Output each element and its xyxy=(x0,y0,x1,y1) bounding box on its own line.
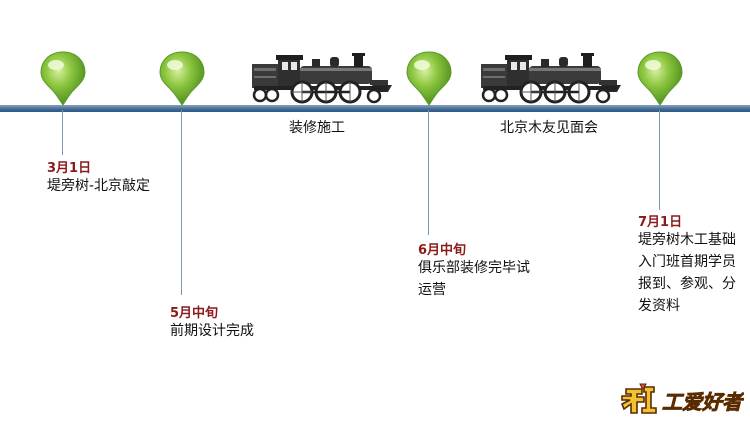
train-caption: 北京木友见面会 xyxy=(500,120,598,136)
locomotive-icon xyxy=(479,52,623,104)
milestone-date: 6月中旬 xyxy=(418,243,467,258)
brand-logo: 工爱好者 xyxy=(620,383,744,414)
train-caption: 装修施工 xyxy=(289,120,345,136)
milestone-description: 堤旁树-北京敲定 xyxy=(47,178,151,194)
milestone-description: 前期设计完成 xyxy=(170,323,254,339)
milestone-date: 7月1日 xyxy=(638,215,683,230)
milestone-pin-icon xyxy=(403,50,455,106)
logo-text: 工爱好者 xyxy=(662,390,744,414)
milestone-pin-icon xyxy=(634,50,686,106)
timeline-track xyxy=(0,105,750,112)
locomotive-icon xyxy=(250,52,394,104)
milestone-pin-icon xyxy=(156,50,208,106)
milestone-stem xyxy=(659,110,660,210)
milestone-description: 俱乐部装修完毕试运营 xyxy=(418,260,530,298)
milestone-description: 堤旁树木工基础入门班首期学员报到、参观、分发资料 xyxy=(638,232,736,314)
milestone-stem xyxy=(62,110,63,155)
milestone-date: 3月1日 xyxy=(47,161,92,176)
milestone-stem xyxy=(181,110,182,295)
milestone-pin-icon xyxy=(37,50,89,106)
milestone-date: 5月中旬 xyxy=(170,306,219,321)
milestone-stem xyxy=(428,110,429,235)
